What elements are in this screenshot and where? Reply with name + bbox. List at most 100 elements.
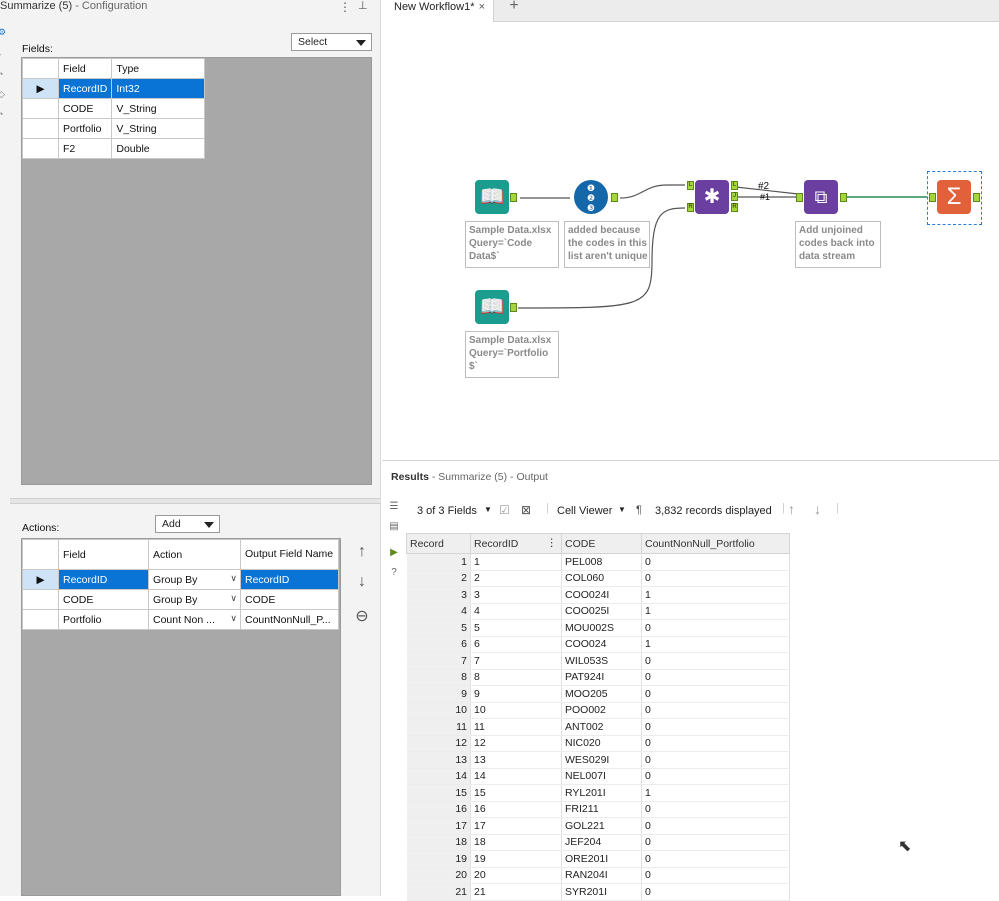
cell-code[interactable]: WES029I: [561, 751, 642, 769]
cell-record[interactable]: 8: [406, 669, 471, 686]
cell-countnonnull[interactable]: 0: [641, 570, 790, 587]
gear-icon[interactable]: ⚙: [0, 27, 7, 37]
summarize-input-anchor[interactable]: [929, 193, 936, 202]
cell-record[interactable]: 3: [406, 586, 471, 604]
cell-code[interactable]: COL060: [561, 570, 642, 587]
pin-icon[interactable]: ⊥: [358, 0, 368, 12]
fields-row-field[interactable]: RecordID: [57, 78, 113, 99]
cell-countnonnull[interactable]: 0: [641, 883, 790, 901]
cell-countnonnull[interactable]: 0: [641, 867, 790, 884]
join-left-input-anchor[interactable]: L: [687, 181, 694, 190]
cell-recordid[interactable]: 8: [470, 669, 562, 686]
cell-code[interactable]: GOL221: [561, 817, 642, 835]
cell-recordid[interactable]: 5: [470, 619, 562, 637]
cell-code[interactable]: JEF204: [561, 834, 642, 851]
output-anchor[interactable]: [973, 193, 980, 202]
actions-row[interactable]: CODE Group By∨ CODE: [22, 589, 339, 610]
output-anchor-icon[interactable]: ▶: [390, 547, 398, 558]
actions-row-output[interactable]: CODE: [240, 589, 339, 610]
cell-code[interactable]: ORE201I: [561, 850, 642, 868]
cell-record[interactable]: 7: [406, 652, 471, 670]
actions-row-action[interactable]: Group By∨: [148, 589, 241, 610]
cell-code[interactable]: MOU002S: [561, 619, 642, 637]
cell-code[interactable]: PEL008: [561, 553, 642, 571]
cell-code[interactable]: NEL007I: [561, 768, 642, 785]
cell-record[interactable]: 16: [406, 801, 471, 818]
cell-recordid[interactable]: 3: [470, 586, 562, 604]
fields-row-field[interactable]: CODE: [57, 98, 113, 119]
cell-countnonnull[interactable]: 0: [641, 850, 790, 868]
fields-row-type[interactable]: V_String: [111, 118, 206, 139]
arrow-down-icon[interactable]: ↓: [814, 501, 821, 517]
row-header[interactable]: [22, 589, 59, 610]
output-anchor[interactable]: [510, 193, 517, 202]
cell-record[interactable]: 15: [406, 784, 471, 802]
cell-code[interactable]: POO002: [561, 702, 642, 719]
cell-recordid[interactable]: 21: [470, 883, 562, 901]
actions-row[interactable]: ▶ RecordID Group By∨ RecordID: [22, 569, 339, 590]
cell-code[interactable]: MOO205: [561, 685, 642, 703]
col-code[interactable]: CODE: [561, 533, 642, 554]
select-dropdown[interactable]: Select: [291, 33, 372, 51]
cell-recordid[interactable]: 15: [470, 784, 562, 802]
join-tool[interactable]: ✱: [695, 180, 729, 214]
actions-row-output[interactable]: CountNonNull_P...: [240, 609, 339, 630]
cell-recordid[interactable]: 14: [470, 768, 562, 785]
chevron-down-icon[interactable]: ∨: [230, 613, 237, 623]
join-left-output-anchor[interactable]: L: [731, 181, 738, 190]
actions-row-output[interactable]: RecordID: [240, 569, 339, 590]
cell-recordid[interactable]: 13: [470, 751, 562, 769]
output-anchor[interactable]: [510, 303, 517, 312]
actions-row-action[interactable]: Group By∨: [148, 569, 241, 590]
join-right-output-anchor[interactable]: R: [731, 203, 738, 212]
cell-code[interactable]: RAN204I: [561, 867, 642, 884]
join-right-input-anchor[interactable]: R: [687, 203, 694, 212]
cell-countnonnull[interactable]: 1: [641, 784, 790, 802]
cell-countnonnull[interactable]: 1: [641, 636, 790, 653]
union-input-anchor[interactable]: [796, 193, 803, 202]
cell-recordid[interactable]: 20: [470, 867, 562, 884]
cell-record[interactable]: 12: [406, 735, 471, 752]
fields-row[interactable]: Portfolio V_String: [22, 118, 206, 139]
chevron-right-icon[interactable]: ›: [0, 50, 7, 59]
row-pointer-icon[interactable]: ▶: [22, 569, 59, 590]
cell-record[interactable]: 5: [406, 619, 471, 637]
cell-record[interactable]: 11: [406, 718, 471, 736]
union-tool[interactable]: ⧉: [804, 180, 838, 214]
message-icon[interactable]: ▤: [389, 521, 399, 532]
cell-countnonnull[interactable]: 0: [641, 735, 790, 752]
clear-icon[interactable]: ⊠: [521, 503, 532, 517]
cell-countnonnull[interactable]: 0: [641, 652, 790, 670]
output-anchor[interactable]: [840, 193, 847, 202]
close-icon[interactable]: ×: [478, 1, 485, 13]
cell-countnonnull[interactable]: 0: [641, 817, 790, 835]
fields-row[interactable]: F2 Double: [22, 138, 206, 159]
arrow-up-icon[interactable]: ↑: [788, 501, 795, 517]
more-options-icon[interactable]: ⋮: [339, 0, 351, 14]
cell-code[interactable]: COO024: [561, 636, 642, 653]
cell-countnonnull[interactable]: 0: [641, 669, 790, 686]
cell-countnonnull[interactable]: 0: [641, 801, 790, 818]
add-dropdown[interactable]: Add: [155, 515, 220, 533]
help-icon[interactable]: ?: [391, 567, 397, 578]
cell-recordid[interactable]: 16: [470, 801, 562, 818]
fields-row-type[interactable]: V_String: [111, 98, 206, 119]
cell-record[interactable]: 17: [406, 817, 471, 835]
cell-recordid[interactable]: 1: [470, 553, 562, 571]
summarize-tool[interactable]: Σ: [937, 180, 971, 214]
col-recordid[interactable]: RecordID⋮: [470, 533, 562, 554]
col-record[interactable]: Record: [406, 533, 471, 554]
cell-code[interactable]: WIL053S: [561, 652, 642, 670]
row-header[interactable]: [22, 138, 59, 159]
